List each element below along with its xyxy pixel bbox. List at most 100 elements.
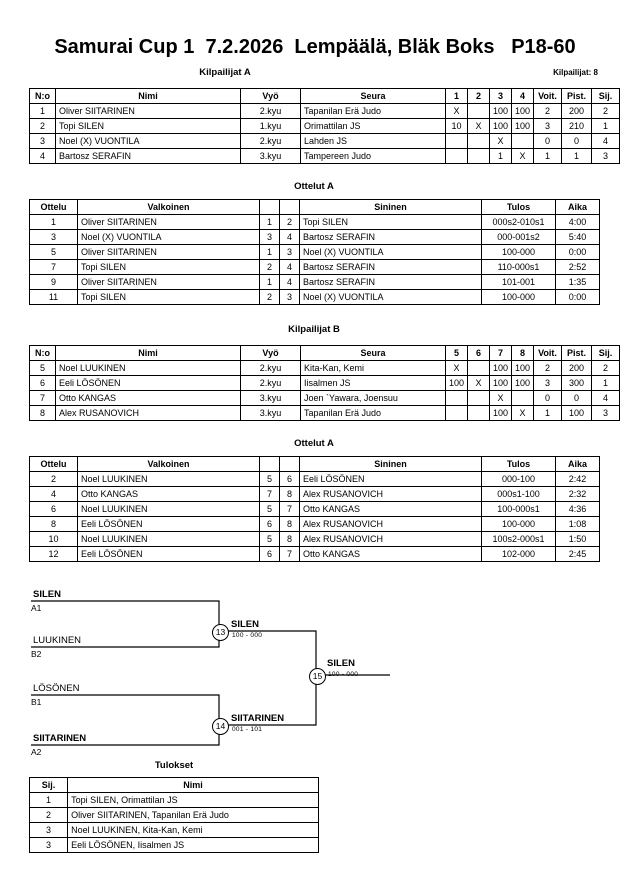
bracket-seed-code: B2 [31, 649, 42, 659]
cell-name: Alex RUSANOVICH [55, 405, 241, 421]
cell-m1: X [445, 360, 468, 376]
col-match-no: Ottelu [29, 456, 78, 472]
cell-white-no: 5 [259, 471, 280, 487]
col-club: Seura [300, 345, 446, 361]
matches-a1-caption: Ottelut A [294, 181, 334, 192]
cell-time: 0:00 [555, 289, 600, 305]
cell-m4 [511, 390, 534, 406]
col-points: Pist. [561, 345, 592, 361]
cell-rank: 4 [591, 133, 620, 149]
cell-white: Eeli LÖSÖNEN [77, 516, 260, 532]
cell-match-no: 5 [29, 244, 78, 260]
col-white-no [259, 456, 280, 472]
cell-belt: 2.kyu [240, 375, 301, 391]
cell-name: Oliver SIITARINEN, Tapanilan Erä Judo [67, 807, 319, 823]
cell-blue-no: 7 [279, 501, 300, 517]
cell-rank: 1 [28, 792, 69, 808]
cell-no: 6 [29, 375, 56, 391]
cell-white: Noel LUUKINEN [77, 501, 260, 517]
cell-m2: X [467, 375, 490, 391]
cell-belt: 2.kyu [240, 133, 301, 149]
cell-white-no: 2 [259, 289, 280, 305]
cell-name: Topi SILEN, Orimattilan JS [67, 792, 319, 808]
pool-a-table: N:o Nimi Vyö Seura 1 2 3 4 Voit. Pist. S… [29, 88, 620, 164]
cell-club: Joen `Yawara, Joensuu [300, 390, 446, 406]
col-time: Aika [555, 199, 600, 215]
col-belt: Vyö [240, 345, 301, 361]
cell-m1: 10 [445, 118, 468, 134]
cell-wins: 1 [533, 405, 562, 421]
cell-club: Tapanilan Erä Judo [300, 103, 446, 119]
cell-match-no: 2 [29, 471, 78, 487]
cell-blue-no: 8 [279, 516, 300, 532]
col-m3: 3 [489, 88, 512, 104]
cell-m3: 100 [489, 405, 512, 421]
cell-m3: 100 [489, 360, 512, 376]
cell-no: 2 [29, 118, 56, 134]
cell-result: 000s2-010s1 [481, 214, 556, 230]
page-title: Samurai Cup 1 7.2.2026 Lempäälä, Bläk Bo… [54, 36, 576, 58]
cell-club: Tampereen Judo [300, 148, 446, 164]
competitor-count: Kilpailijat: 8 [553, 68, 598, 77]
bracket-semifinal-score: 001 - 101 [232, 726, 263, 733]
col-blue-no [279, 199, 300, 215]
cell-belt: 1.kyu [240, 118, 301, 134]
matches-a2-caption: Ottelut A [294, 438, 334, 449]
cell-rank: 3 [591, 405, 620, 421]
cell-m4: 100 [511, 103, 534, 119]
cell-result: 100-000 [481, 516, 556, 532]
cell-white-no: 5 [259, 531, 280, 547]
cell-m3: X [489, 390, 512, 406]
cell-result: 000-001s2 [481, 229, 556, 245]
cell-name: Eeli LÖSÖNEN, Iisalmen JS [67, 837, 319, 853]
cell-points: 0 [561, 133, 592, 149]
cell-white: Oliver SIITARINEN [77, 214, 260, 230]
bracket-seed-name: SILEN [33, 589, 61, 600]
cell-white-no: 5 [259, 501, 280, 517]
cell-result: 101-001 [481, 274, 556, 290]
col-time: Aika [555, 456, 600, 472]
cell-no: 5 [29, 360, 56, 376]
table-header-row: N:o Nimi Vyö Seura 1 2 3 4 Voit. Pist. S… [29, 88, 620, 104]
cell-result: 000-100 [481, 471, 556, 487]
cell-m3: 100 [489, 103, 512, 119]
cell-m2 [467, 103, 490, 119]
cell-white: Oliver SIITARINEN [77, 274, 260, 290]
results-caption: Tulokset [154, 760, 194, 771]
cell-belt: 3.kyu [240, 148, 301, 164]
cell-blue-no: 3 [279, 244, 300, 260]
cell-name: Topi SILEN [55, 118, 241, 134]
bracket-match-number: 13 [212, 624, 229, 641]
cell-time: 2:32 [555, 486, 600, 502]
cell-result: 000s1-100 [481, 486, 556, 502]
col-m1: 1 [445, 88, 468, 104]
bracket-semifinal-winner: SILEN [231, 619, 259, 630]
col-club: Seura [300, 88, 446, 104]
table-header-row: Ottelu Valkoinen Sininen Tulos Aika [29, 456, 600, 472]
cell-white: Oliver SIITARINEN [77, 244, 260, 260]
col-result: Tulos [481, 199, 556, 215]
cell-match-no: 3 [29, 229, 78, 245]
pool-b-caption: Kilpailijat B [288, 324, 340, 335]
cell-white-no: 2 [259, 259, 280, 275]
col-rank: Sij. [591, 88, 620, 104]
cell-white-no: 6 [259, 546, 280, 562]
cell-points: 1 [561, 148, 592, 164]
cell-wins: 0 [533, 133, 562, 149]
cell-no: 7 [29, 390, 56, 406]
cell-name: Noel LUUKINEN [55, 360, 241, 376]
cell-result: 100-000 [481, 244, 556, 260]
